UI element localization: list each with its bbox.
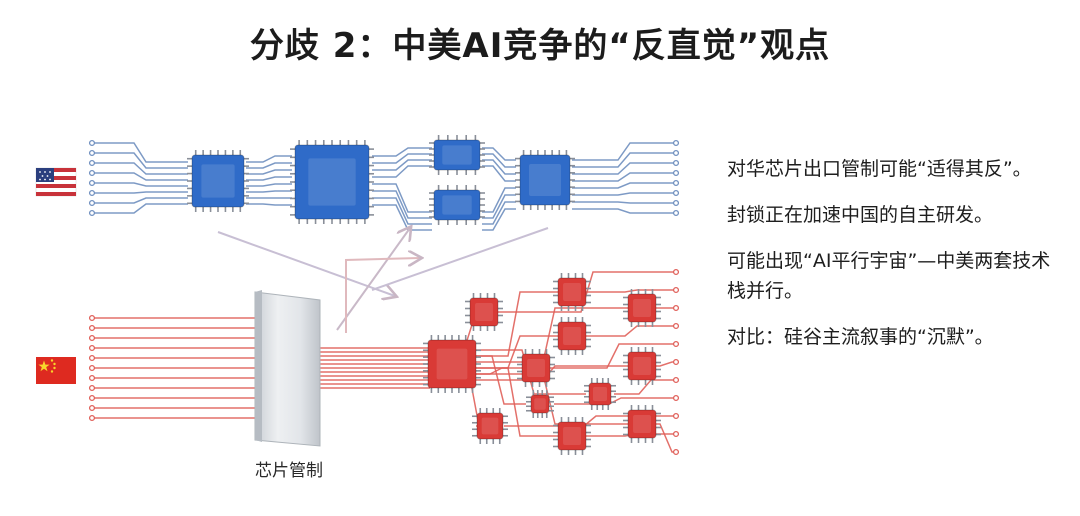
point-item: 对比：硅谷主流叙事的“沉默”。 (727, 326, 994, 348)
crossing-arrows (217, 228, 549, 333)
key-points-list: 对华芯片出口管制可能“适得其反”。 封锁正在加速中国的自主研发。 可能出现“AI… (727, 154, 1057, 368)
us-chip (187, 150, 249, 212)
us-circuit-traces (88, 139, 680, 231)
cn-chips (423, 273, 661, 455)
chip-control-barrier (254, 290, 321, 447)
cn-chip (465, 293, 503, 331)
cn-chip (584, 378, 616, 410)
us-chip (290, 140, 374, 224)
cn-circuit-traces (88, 268, 680, 456)
us-chip (515, 150, 575, 210)
cn-chip (623, 405, 661, 443)
cn-chip (553, 273, 591, 311)
cn-chip (526, 390, 554, 418)
cn-flag (36, 357, 76, 384)
point-item: 对华芯片出口管制可能“适得其反”。 (727, 158, 1032, 180)
page-title: 分歧 2：中美AI竞争的“反直觉”观点 (249, 26, 831, 66)
us-flag (35, 167, 77, 197)
point-item: 封锁正在加速中国的自主研发。 (727, 204, 994, 226)
barrier-label: 芯片管制 (255, 461, 323, 481)
cn-chip (423, 335, 481, 393)
cn-chip (553, 317, 591, 355)
cn-chip (623, 347, 661, 385)
us-chip (429, 135, 485, 175)
us-chip (429, 185, 485, 225)
us-chips (187, 135, 575, 225)
cn-chip (472, 408, 508, 444)
cn-chip (553, 417, 591, 455)
cn-chip (623, 289, 661, 327)
point-item: 可能出现“AI平行宇宙”—中美两套技术栈并行。 (727, 250, 1051, 302)
cn-chip (517, 349, 555, 387)
